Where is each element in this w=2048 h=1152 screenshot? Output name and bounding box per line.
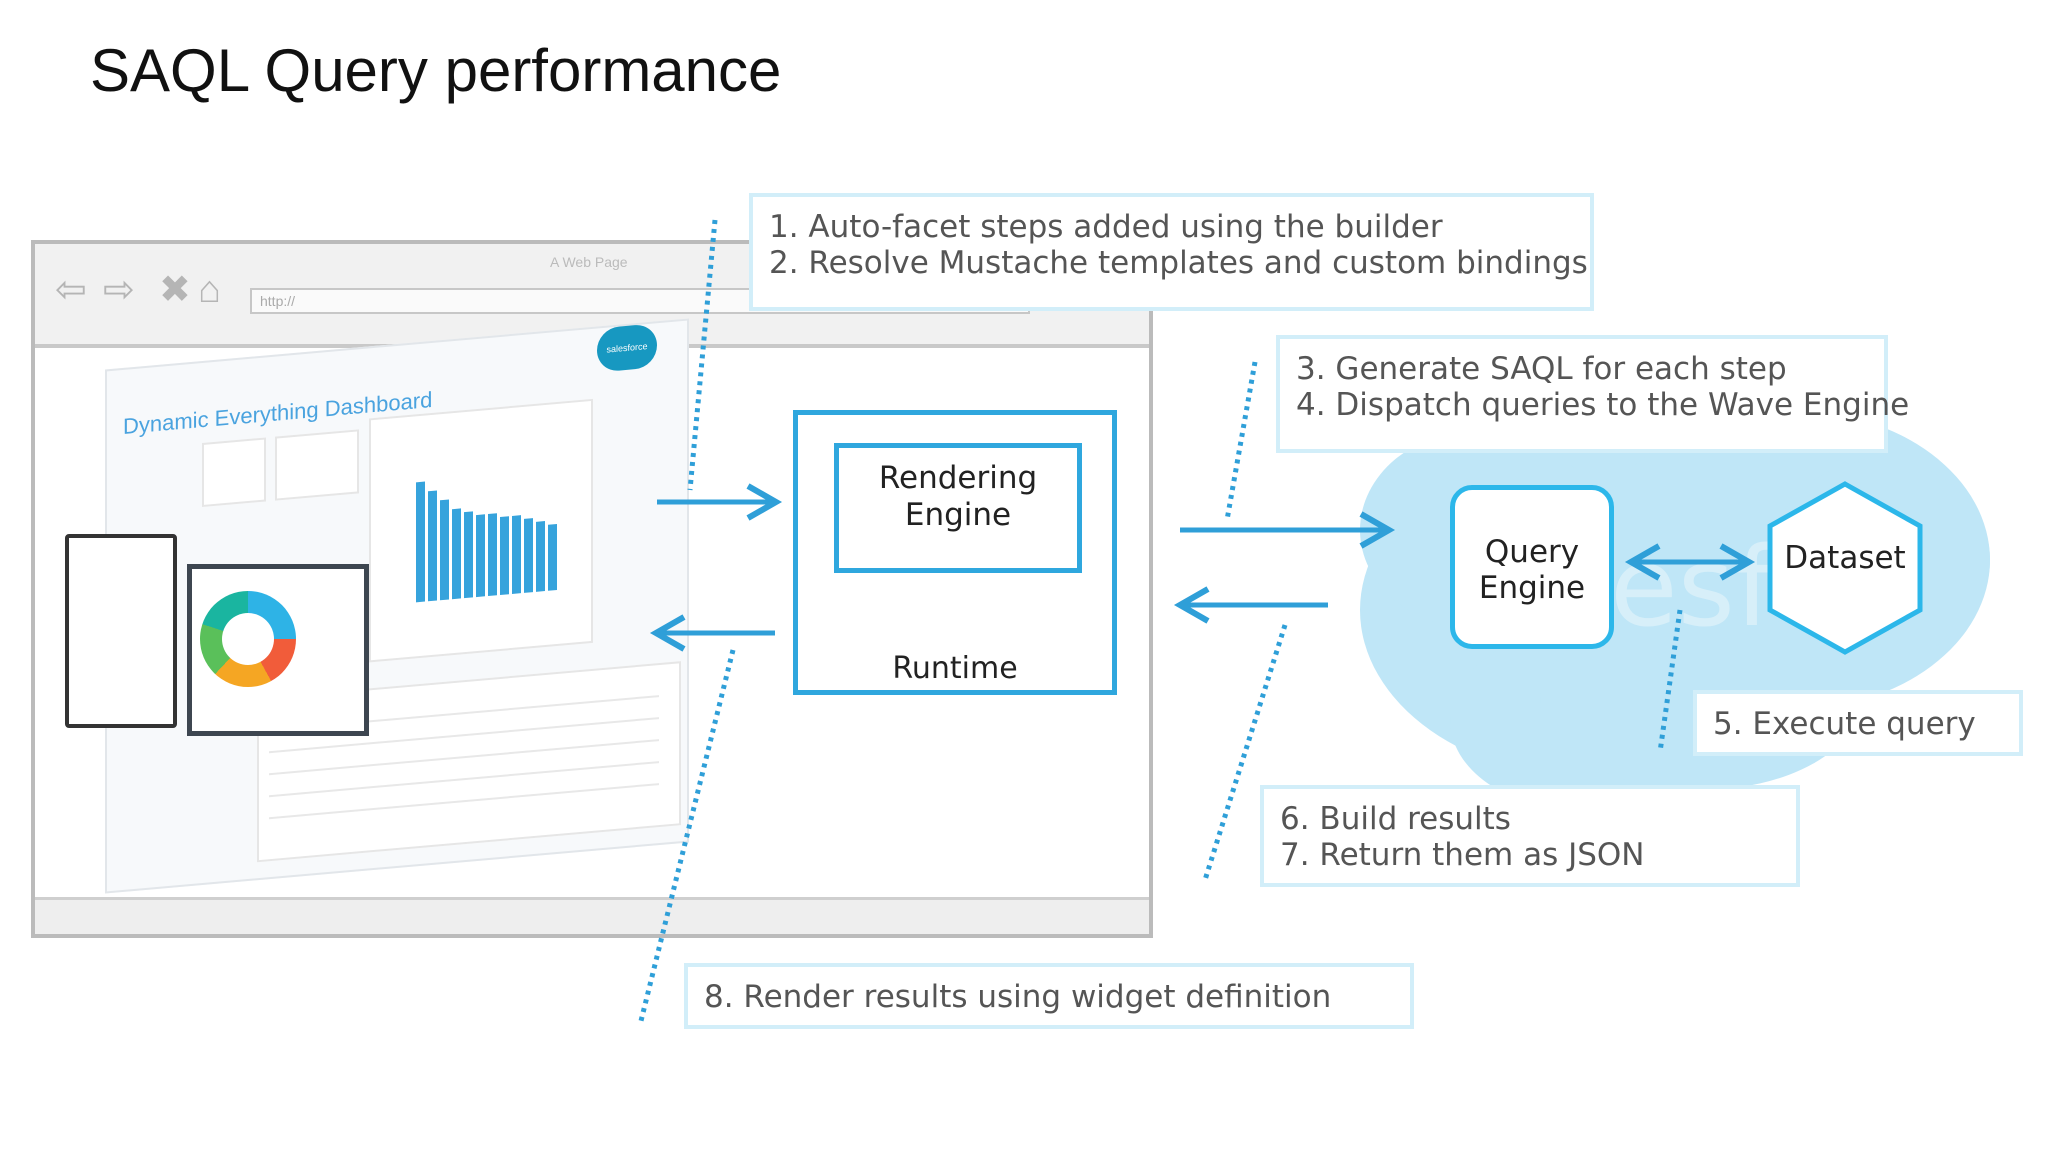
callout-step-3: 3. Generate SAQL for each step: [1296, 351, 1787, 387]
rendering-engine-label-2: Engine: [904, 497, 1012, 533]
callout-step-5-text: 5. Execute query: [1713, 706, 1976, 742]
callout-steps-3-4: 3. Generate SAQL for each step 4. Dispat…: [1276, 335, 1910, 453]
dataset-hexagon: [1767, 481, 1923, 655]
query-engine-label-1: Query: [1484, 534, 1580, 570]
page-tab-label: A Web Page: [550, 254, 628, 270]
callout-steps-1-2: 1. Auto-facet steps added using the buil…: [749, 193, 1594, 311]
monitor-device: [187, 564, 369, 736]
runtime-label: Runtime: [892, 651, 1018, 686]
rendering-engine-box: Rendering Engine: [834, 443, 1082, 573]
callout-step-6: 6. Build results: [1280, 801, 1511, 837]
query-engine-box: Query Engine: [1450, 485, 1614, 649]
callout-step-1: 1. Auto-facet steps added using the buil…: [769, 209, 1443, 245]
callout-step-8-text: 8. Render results using widget definitio…: [704, 979, 1332, 1015]
leader-line-5: [637, 649, 736, 1026]
callout-steps-6-7: 6. Build results 7. Return them as JSON: [1260, 785, 1800, 887]
leader-line-3: [1657, 609, 1683, 753]
leader-line-2: [1224, 361, 1258, 521]
callout-step-4: 4. Dispatch queries to the Wave Engine: [1296, 387, 1910, 423]
rendering-engine-label-1: Rendering: [878, 460, 1038, 496]
dataset-label: Dataset: [1784, 540, 1906, 576]
callout-step-2: 2. Resolve Mustache templates and custom…: [769, 245, 1588, 281]
tablet-device: [65, 534, 177, 728]
home-icon: ⌂: [198, 269, 221, 311]
back-icon: ⇦: [55, 269, 87, 311]
runtime-box: Rendering Engine Runtime: [793, 410, 1117, 695]
callout-step-7: 7. Return them as JSON: [1280, 837, 1645, 873]
close-icon: ✖: [159, 269, 191, 311]
browser-statusbar: [35, 897, 1149, 934]
callout-step-5: 5. Execute query: [1693, 690, 2023, 756]
donut-chart: [200, 591, 296, 687]
leader-line-1: [687, 219, 718, 491]
callout-step-8: 8. Render results using widget definitio…: [684, 963, 1414, 1029]
page-title: SAQL Query performance: [90, 37, 782, 104]
query-engine-label-2: Engine: [1478, 570, 1586, 606]
forward-icon: ⇨: [103, 269, 135, 311]
